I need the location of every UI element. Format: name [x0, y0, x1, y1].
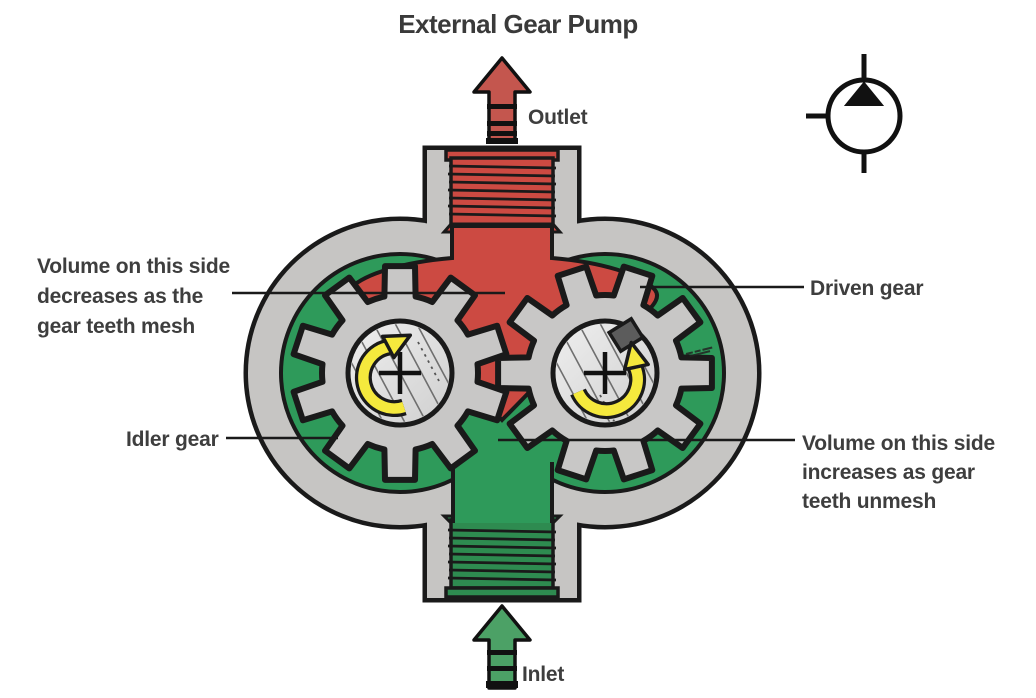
diagram-title: External Gear Pump	[398, 9, 638, 39]
label-driven-gear: Driven gear	[810, 277, 924, 300]
label-inlet: Inlet	[522, 663, 565, 686]
label-idler-gear: Idler gear	[126, 428, 219, 451]
annotation-line: gear teeth mesh	[37, 315, 196, 338]
annotation-line: teeth unmesh	[802, 490, 937, 513]
label-outlet: Outlet	[528, 106, 588, 129]
hydraulic-pump-symbol-icon	[806, 54, 903, 173]
inlet-port-threads	[440, 514, 564, 599]
annotation-line: Volume on this side	[37, 255, 231, 278]
annotation-volume-increase: Volume on this side increases as gear te…	[802, 429, 995, 516]
annotation-line: decreases as the	[37, 285, 204, 308]
annotation-line: Volume on this side	[802, 432, 996, 455]
outlet-arrow	[472, 56, 532, 144]
shaft-center-cross	[584, 352, 626, 394]
watermark	[685, 346, 713, 358]
inlet-arrow	[472, 604, 532, 690]
thread-lines	[447, 528, 557, 582]
hub-dotted-line	[417, 341, 440, 382]
leader-lines	[226, 285, 804, 442]
pipe-bands	[486, 104, 518, 144]
thread-lines	[447, 164, 557, 218]
annotation-volume-decrease: Volume on this side decreases as the gea…	[37, 252, 230, 342]
outlet-port-threads	[440, 148, 564, 234]
shaft-center-cross	[379, 352, 421, 394]
idler-rotation-arrow	[354, 333, 413, 418]
driven-rotation-arrow	[570, 340, 650, 420]
annotation-line: increases as gear	[802, 461, 975, 484]
pipe-bands	[486, 650, 518, 688]
